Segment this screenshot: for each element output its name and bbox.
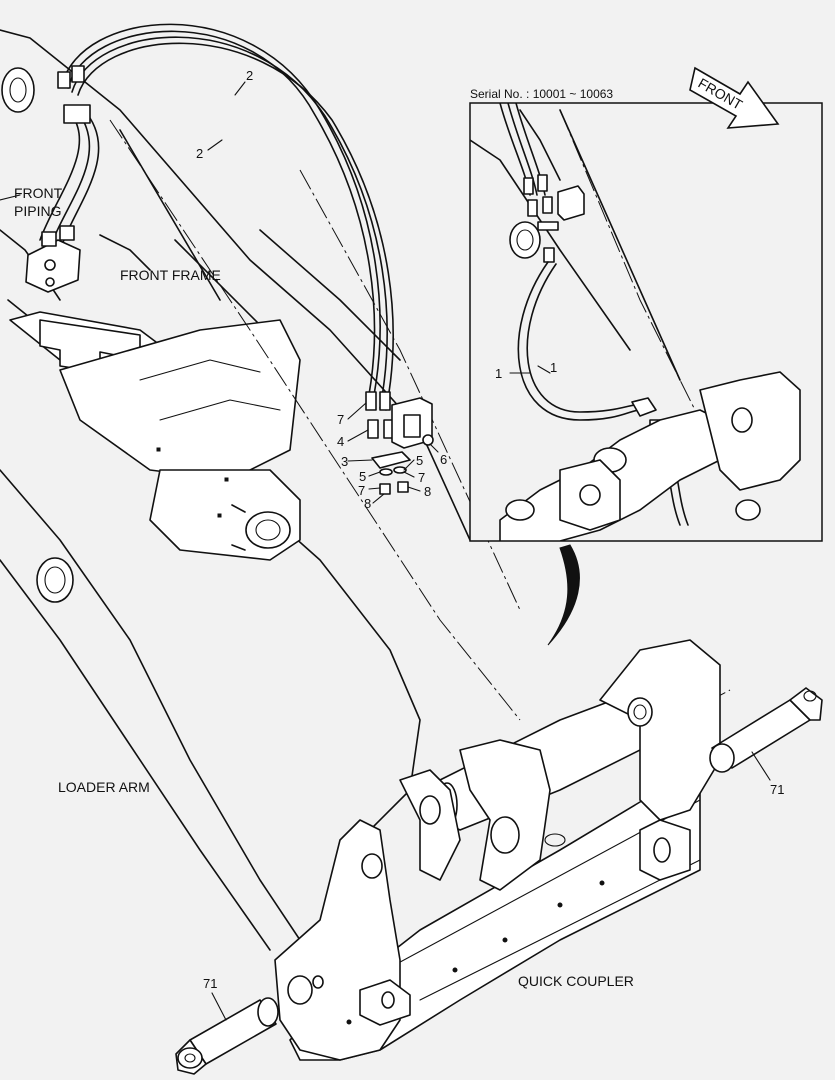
adapter-4 [367, 419, 379, 439]
fitting-group [347, 391, 439, 504]
loader-arm [0, 29, 471, 951]
callout-8-right: 8 [424, 484, 431, 499]
callout-3: 3 [341, 454, 348, 469]
callout-7-left: 7 [358, 483, 365, 498]
callout-5-left: 5 [359, 469, 366, 484]
label-front-piping-line1: FRONT [14, 185, 63, 201]
callout-hose-1-left: 1 [495, 366, 502, 381]
plate-3 [371, 451, 411, 469]
callout-6: 6 [440, 452, 447, 467]
callout-71-left: 71 [203, 976, 217, 991]
callout-71-right: 71 [770, 782, 784, 797]
label-front-frame: FRONT FRAME [120, 267, 221, 283]
label-front-piping-line2: PIPING [14, 203, 61, 219]
callout-7-right: 7 [418, 470, 425, 485]
label-serial-range: Serial No. : 10001 ~ 10063 [470, 87, 613, 101]
callout-hose-2-upper: 2 [246, 68, 253, 83]
detail-pointer-arrow [547, 544, 580, 646]
detail-inset [469, 102, 823, 542]
callout-8-left: 8 [364, 496, 371, 511]
front-direction-arrow [689, 66, 780, 129]
cap-8 [379, 483, 391, 495]
callout-hose-1-right: 1 [550, 360, 557, 375]
callout-5-right: 5 [416, 453, 423, 468]
pin-71-left [175, 992, 279, 1075]
front-piping [25, 65, 100, 293]
callout-4: 4 [337, 434, 344, 449]
pin-71-right [709, 687, 823, 781]
quick-coupler [274, 639, 721, 1061]
hose-assembly-2 [61, 23, 394, 411]
callout-hose-2-lower: 2 [196, 146, 203, 161]
bolt-6 [422, 434, 434, 446]
label-quick-coupler: QUICK COUPLER [518, 973, 634, 989]
label-loader-arm: LOADER ARM [58, 779, 150, 795]
callout-7-top: 7 [337, 412, 344, 427]
